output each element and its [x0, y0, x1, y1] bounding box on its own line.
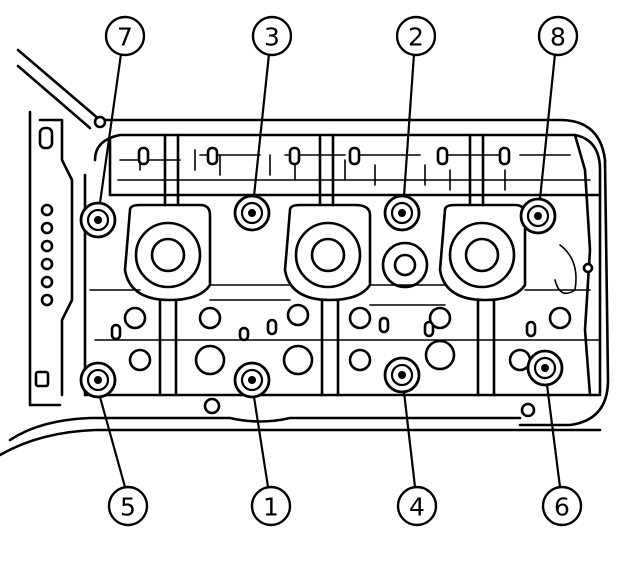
callout-5-label: 5	[120, 493, 136, 522]
callout-8: 8	[537, 15, 579, 57]
callout-3: 3	[251, 15, 293, 57]
cam-tower-3	[438, 203, 527, 302]
bolt-6	[526, 349, 564, 387]
leader-3	[252, 53, 271, 197]
callout-4: 4	[396, 485, 438, 527]
callouts: 7 3 2 8 5 1 4 6	[104, 15, 583, 527]
callout-6-label: 6	[554, 493, 570, 522]
leader-8	[538, 53, 557, 200]
leader-2	[402, 53, 416, 197]
leader-6	[545, 384, 562, 488]
cam-tower-1	[123, 203, 212, 302]
callout-7: 7	[104, 15, 146, 57]
bolt-7	[79, 201, 117, 239]
leader-5	[98, 396, 127, 488]
callout-2-label: 2	[408, 23, 424, 52]
callout-4-label: 4	[409, 493, 425, 522]
callout-2: 2	[395, 15, 437, 57]
leader-4	[402, 391, 417, 488]
leader-lines	[98, 53, 562, 488]
callout-1: 1	[250, 485, 292, 527]
callout-3-label: 3	[264, 23, 280, 52]
bolt-1	[233, 361, 271, 399]
bolt-3	[233, 194, 271, 232]
callout-1-label: 1	[263, 493, 279, 522]
leader-1	[252, 396, 270, 488]
cam-tower-2	[283, 203, 372, 302]
leader-7	[98, 53, 123, 204]
head-casting	[0, 48, 610, 457]
bolt-8	[519, 197, 557, 235]
bolt-4	[383, 356, 421, 394]
callout-8-label: 8	[550, 23, 566, 52]
callout-6: 6	[541, 485, 583, 527]
callout-7-label: 7	[117, 23, 133, 52]
callout-5: 5	[107, 485, 149, 527]
head-bolts	[79, 194, 564, 399]
bolt-2	[383, 194, 421, 232]
bolt-5	[79, 361, 117, 399]
